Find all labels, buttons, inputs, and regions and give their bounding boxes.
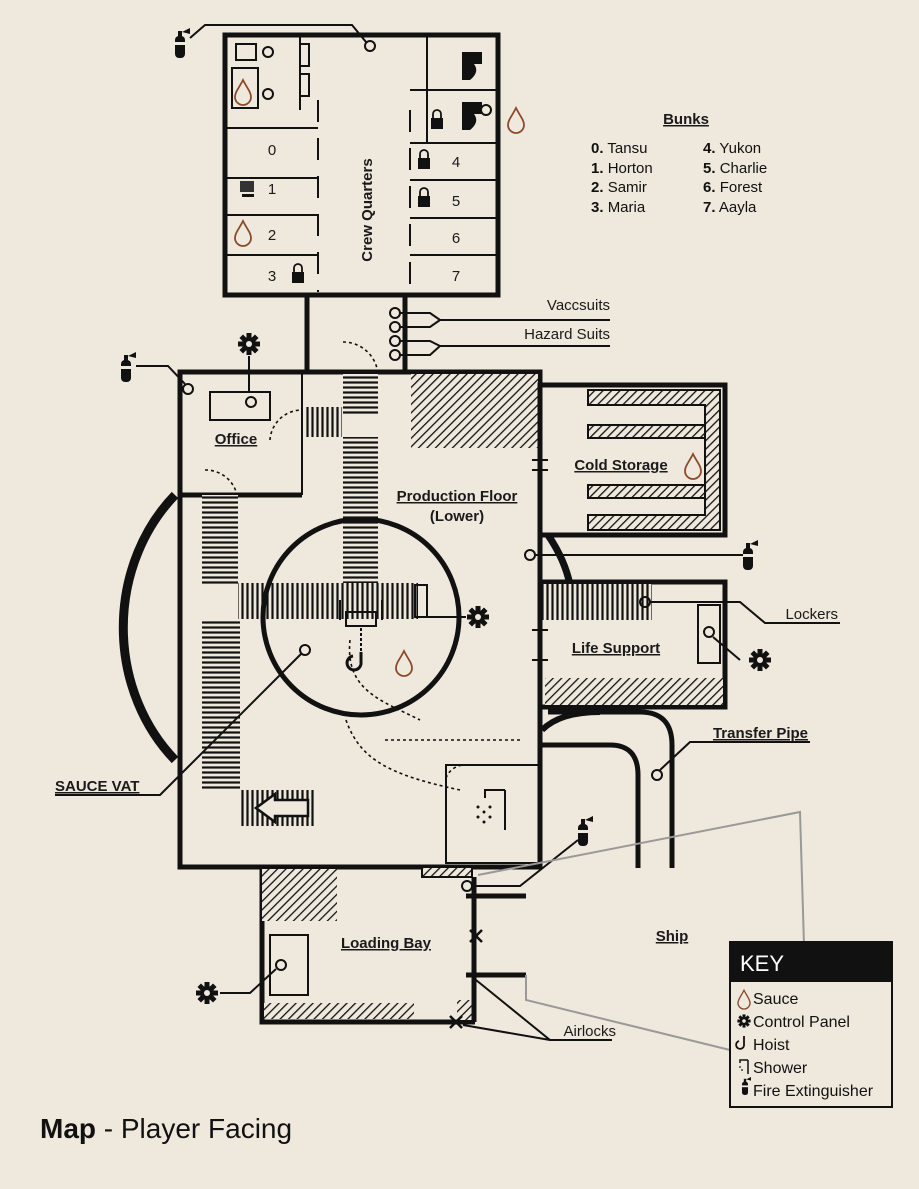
life-support-room: Lockers Life Support	[532, 579, 840, 710]
map-key: KEY Sauce Control Panel Hoist Shower Fir…	[729, 941, 893, 1108]
bunk-entry: 3. Maria	[591, 199, 646, 216]
key-item-label: Sauce	[753, 991, 798, 1008]
lock-icon	[417, 149, 431, 170]
key-item-label: Fire Extinguisher	[753, 1083, 874, 1100]
bunk-number: 5	[452, 193, 460, 210]
cold-storage-room: Cold Storage	[532, 382, 728, 538]
fire-extinguisher-icon	[175, 28, 190, 58]
bunk-number: 1	[268, 181, 276, 198]
control-panel-icon	[749, 649, 771, 671]
control-panel-icon	[196, 982, 218, 1004]
sauce-icon	[234, 220, 252, 247]
key-item-label: Hoist	[753, 1037, 790, 1054]
callout-airlocks: Airlocks	[563, 1023, 616, 1040]
production-floor-room: Office	[55, 333, 543, 878]
bunk-entry: 2. Samir	[591, 179, 647, 196]
toilet-icon	[462, 52, 482, 130]
control-panel-icon	[238, 333, 260, 355]
callout-sauce-vat: SAUCE VAT	[55, 778, 139, 795]
sauce-icon	[395, 650, 413, 677]
bunk-entry: 4. Yukon	[703, 140, 761, 157]
fire-extinguisher-icon	[121, 352, 136, 382]
room-label-production-floor: Production Floor	[397, 488, 518, 505]
crew-quarters-room: 0 1 2 3 4 5 6 7 Crew Quarters	[222, 32, 525, 298]
room-label-loading-bay: Loading Bay	[341, 935, 432, 952]
keycard-icon	[240, 181, 254, 197]
lock-icon	[291, 263, 305, 284]
bunk-number: 6	[452, 230, 460, 247]
callout-transfer-pipe: Transfer Pipe	[713, 725, 808, 742]
shower-icon	[739, 1059, 749, 1074]
bunk-number: 0	[268, 142, 276, 159]
control-panel-icon	[467, 606, 489, 628]
bunks-heading: Bunks	[663, 111, 709, 128]
control-panel-icon	[737, 1014, 751, 1028]
bunks-legend: Bunks 0. Tansu 1. Horton 2. Samir 3. Mar…	[591, 111, 767, 216]
sauce-icon	[234, 79, 252, 106]
lock-icon	[430, 109, 444, 130]
bunk-number: 2	[268, 227, 276, 244]
map-title: Map - Player Facing	[40, 1113, 292, 1144]
bunk-number: 7	[452, 268, 460, 285]
hoist-icon	[345, 628, 363, 672]
sauce-icon	[507, 107, 525, 134]
bunk-entry: 7. Aayla	[703, 199, 757, 216]
suit-hooks	[389, 307, 610, 361]
bunk-entry: 0. Tansu	[591, 140, 647, 157]
ship-outline: Ship	[477, 810, 805, 1051]
bunk-entry: 5. Charlie	[703, 160, 767, 177]
callout-lockers: Lockers	[785, 606, 838, 623]
bunk-number: 4	[452, 154, 460, 171]
room-label-crew-quarters: Crew Quarters	[359, 158, 376, 261]
loading-bay-room: Airlocks Loading Bay	[196, 816, 616, 1041]
room-label-life-support: Life Support	[572, 640, 660, 657]
bunk-entry: 1. Horton	[591, 160, 653, 177]
bunk-entry: 6. Forest	[703, 179, 763, 196]
room-label-office: Office	[215, 431, 258, 448]
room-label-cold-storage: Cold Storage	[574, 457, 667, 474]
callout-hazard-suits: Hazard Suits	[524, 326, 610, 343]
lock-icon	[417, 187, 431, 208]
bunk-number: 3	[268, 268, 276, 285]
room-sublabel-production-floor: (Lower)	[430, 508, 484, 525]
key-item-label: Control Panel	[753, 1014, 850, 1031]
room-label-ship: Ship	[656, 928, 689, 945]
fire-extinguisher-icon	[743, 540, 758, 570]
fire-extinguisher-icon	[578, 816, 593, 846]
key-item-label: Shower	[753, 1060, 808, 1077]
key-heading: KEY	[740, 951, 784, 976]
hoist-icon	[735, 1036, 745, 1050]
shower-icon	[476, 789, 506, 830]
callout-vaccsuits: Vaccsuits	[547, 297, 610, 314]
transfer-pipe: Transfer Pipe	[539, 709, 810, 868]
